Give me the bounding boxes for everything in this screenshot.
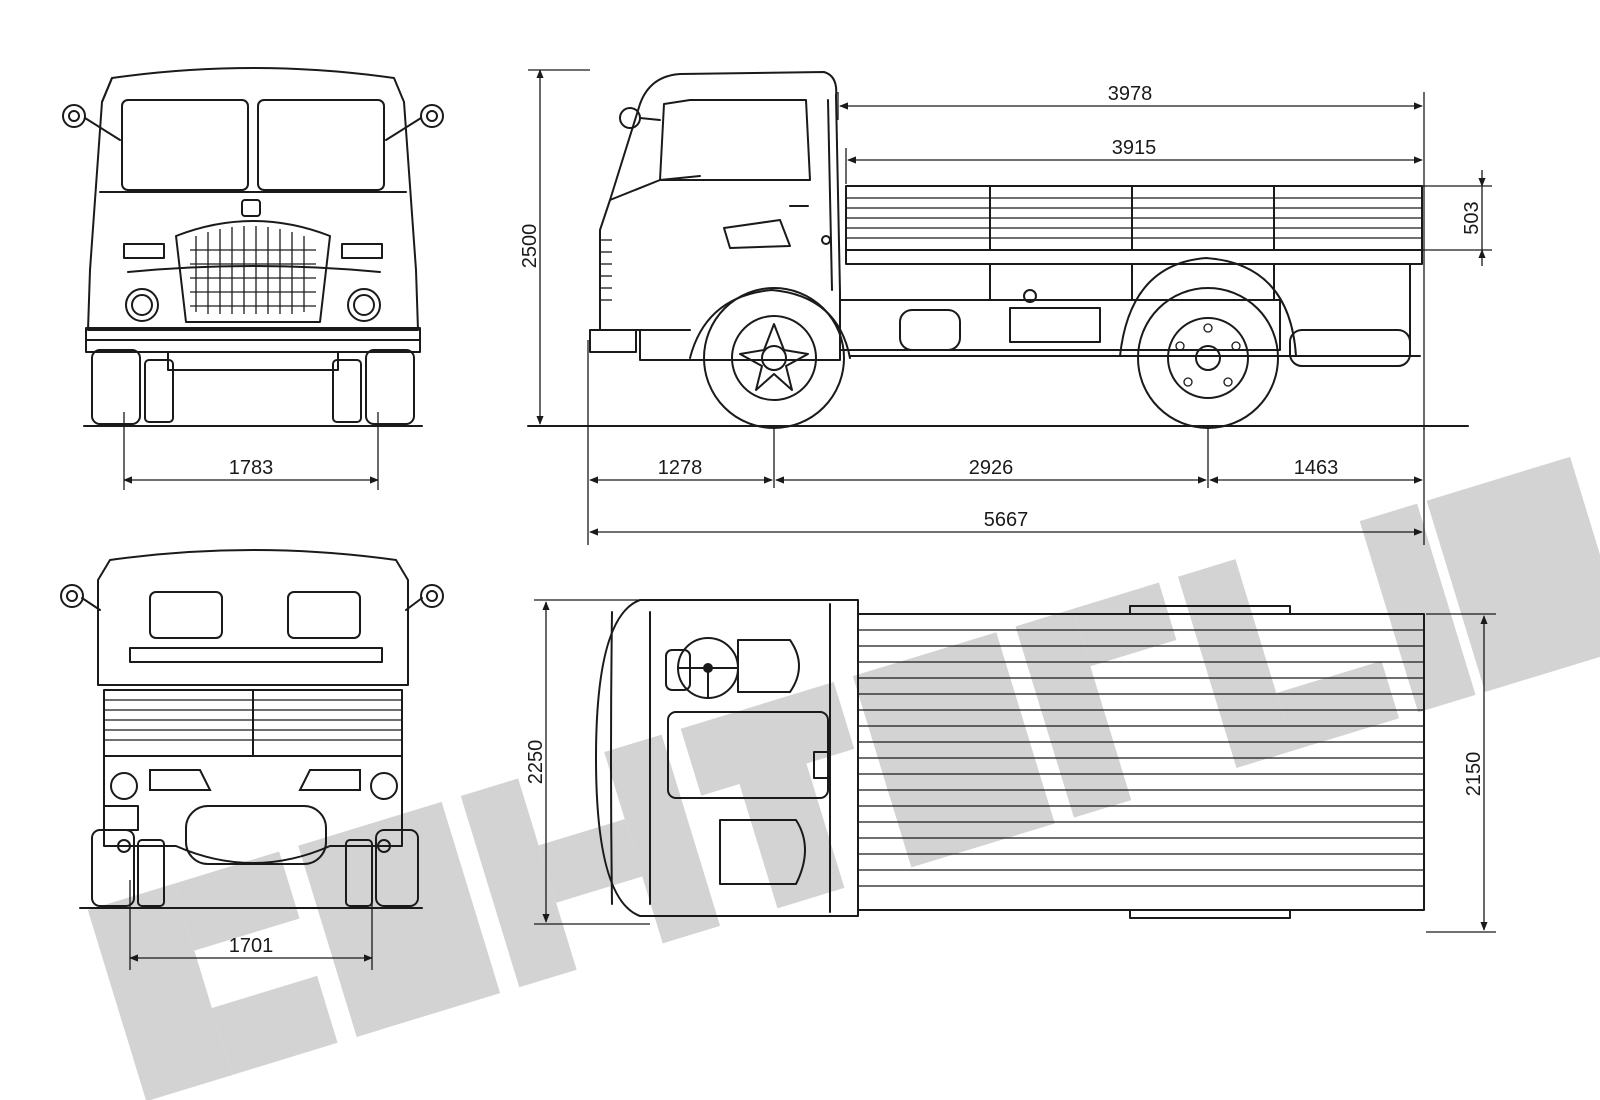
body-side-height-label: 503: [1461, 201, 1483, 234]
cab-to-rear-label: 3978: [1108, 83, 1153, 105]
top-view: 2250 2150: [525, 599, 1496, 933]
rear-overhang-label: 1463: [1294, 457, 1339, 479]
wheelbase-label: 2926: [969, 457, 1014, 479]
rear-track-label: 1701: [229, 935, 274, 957]
front-overhang-label: 1278: [658, 457, 703, 479]
body-width-label: 2150: [1463, 752, 1485, 797]
height-label: 2500: [519, 224, 541, 269]
rear-view: 1701: [60, 549, 444, 970]
overall-width-label: 2250: [525, 740, 547, 785]
side-view: 2500 3978 3915 503 1278 2926 1463 5667: [519, 69, 1492, 545]
watermark: [87, 456, 1600, 1100]
front-track-label: 1783: [229, 457, 274, 479]
overall-length-label: 5667: [984, 509, 1029, 531]
body-length-label: 3915: [1112, 137, 1157, 159]
front-view: 1783: [62, 67, 444, 490]
